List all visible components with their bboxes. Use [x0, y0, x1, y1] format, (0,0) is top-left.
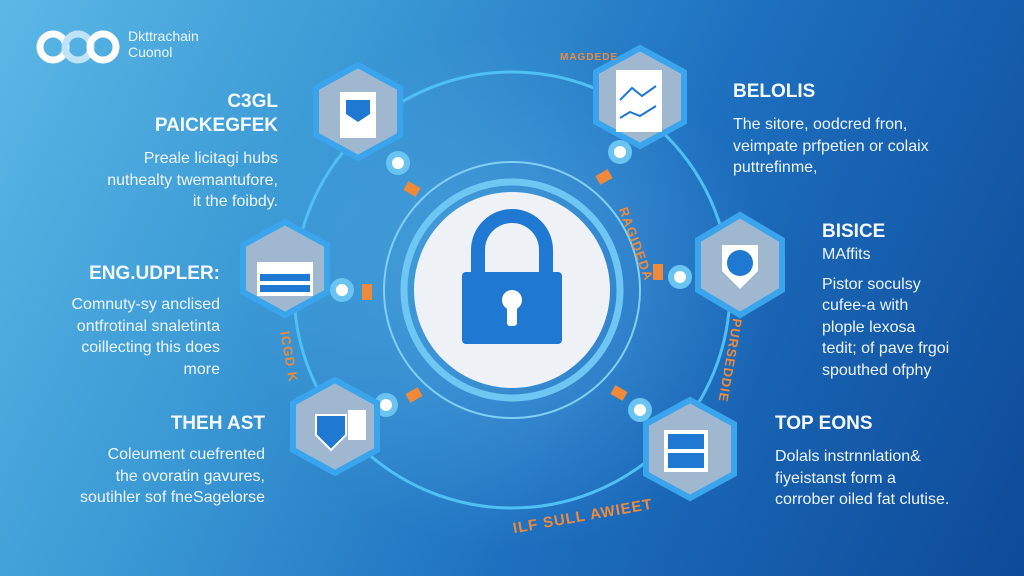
section-text: plople lexosa	[822, 318, 916, 336]
arc-label: MAGDEDE	[560, 52, 619, 63]
section-text: Preale licitagi hubs	[143, 150, 278, 167]
section-text: tedit; of pave frgoi	[822, 340, 950, 357]
logo-icon	[36, 30, 120, 64]
section-text: Pistor soculsy	[822, 275, 921, 293]
right-section-2: BISICE MAffits Pistor soculsy cufee-a wi…	[822, 220, 949, 381]
section-title: BISICE	[822, 221, 886, 242]
section-text: Dolals instrnnlation&	[775, 448, 921, 465]
lock-icon	[462, 209, 562, 344]
hexagon-icons	[257, 70, 758, 472]
section-title: C3GL	[227, 91, 278, 112]
node-dots	[330, 140, 692, 422]
middle-ring	[383, 161, 641, 419]
section-text: veimpate prfpetien or colaix	[733, 137, 929, 155]
section-title: TOP EONS	[775, 413, 873, 434]
right-section-3: TOP EONS Dolals instrnnlation& fiyeistan…	[775, 412, 949, 511]
section-title: PAICKEGFEK	[154, 115, 278, 136]
section-text: soutihler sof fneSagelorse	[80, 489, 265, 506]
right-section-1: BELOLIS The sitore, oodcred fron, veimpa…	[733, 80, 929, 179]
section-title: THEH AST	[170, 413, 265, 434]
section-title: ENG.UDPLER:	[89, 263, 220, 284]
section-text: coillecting this does	[81, 339, 220, 356]
section-subtitle: MAffits	[822, 246, 871, 263]
section-text: nuthealty twemantufore,	[107, 171, 278, 189]
section-text: the ovoratin gavures,	[115, 467, 265, 485]
section-text: The sitore, oodcred fron,	[733, 116, 908, 133]
section-text: Coleument cuefrented	[107, 446, 265, 463]
left-section-1: C3GL PAICKEGFEK Preale licitagi hubs nut…	[107, 90, 278, 213]
section-text: cufee-a with	[822, 297, 909, 314]
logo-line-2: Cuonol	[128, 44, 173, 60]
logo-text: Dkttrachain Cuonol	[128, 28, 199, 60]
section-text: ontfrotinal snaletinta	[76, 317, 220, 335]
section-text: fiyeistanst form a	[775, 469, 896, 487]
logo-mark	[35, 28, 121, 71]
section-text: more	[183, 360, 220, 378]
section-text: spouthed ofphy	[822, 361, 932, 379]
inner-ring	[400, 178, 624, 402]
connector-markers	[362, 169, 663, 403]
logo-line-1: Dkttrachain	[128, 28, 199, 44]
section-text: Comnuty-sy anclised	[71, 296, 221, 313]
left-section-3: THEH AST Coleument cuefrented the ovorat…	[80, 412, 265, 509]
section-title: BELOLIS	[733, 81, 816, 102]
section-text: corrober oiled fat clutise.	[775, 491, 950, 508]
section-text: puttrefinme,	[733, 159, 818, 176]
section-text: it the foibdy.	[192, 193, 278, 210]
left-section-2: ENG.UDPLER: Comnuty-sy anclised ontfroti…	[72, 262, 221, 380]
